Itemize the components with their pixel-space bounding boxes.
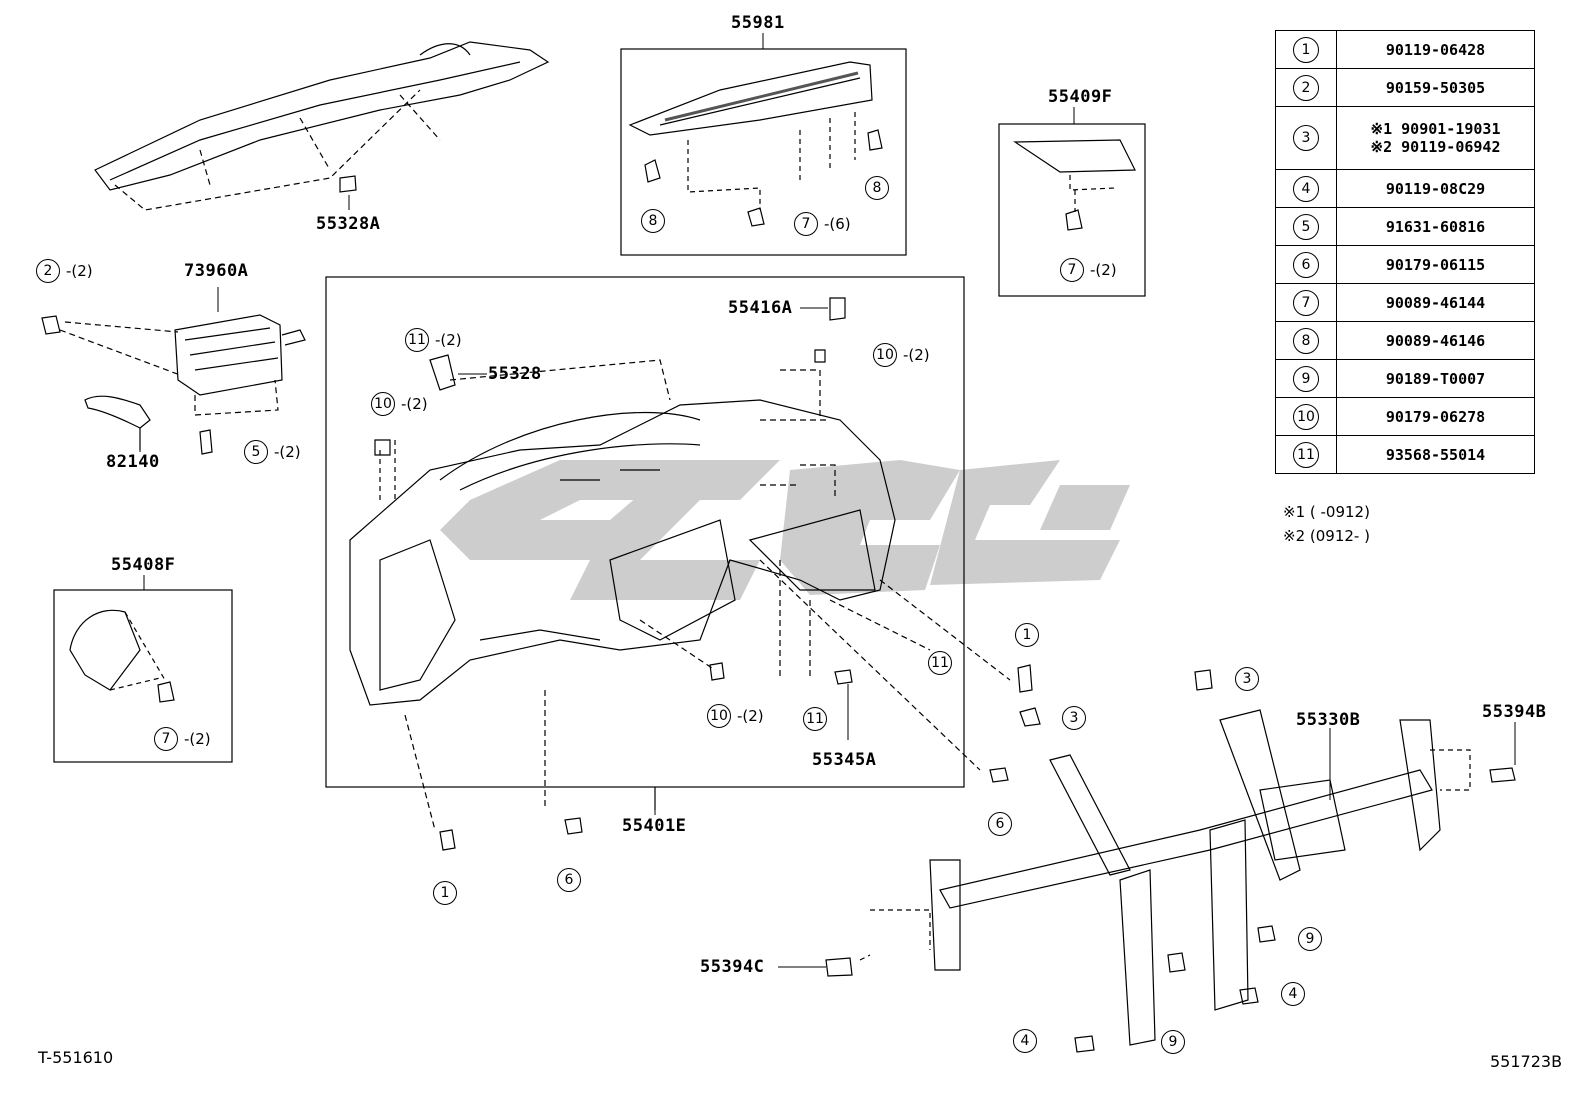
- table-row: 6 90179-06115: [1275, 245, 1535, 284]
- note-2: ※2 (0912- ): [1283, 527, 1370, 545]
- part-label-55409F: 55409F: [1048, 87, 1113, 107]
- part-number: 90179-06115: [1385, 255, 1486, 274]
- part-number: 90189-T0007: [1385, 369, 1486, 388]
- callout-8-left: 8: [641, 209, 665, 233]
- table-key-circle: 6: [1293, 251, 1319, 278]
- table-key-cell: 7: [1275, 283, 1337, 322]
- table-key-cell: 2: [1275, 68, 1337, 107]
- part-number: 90119-06428: [1385, 40, 1486, 59]
- leader-lines: [139, 33, 1516, 968]
- table-row: 4 90119-08C29: [1275, 169, 1535, 208]
- table-key-cell: 3: [1275, 106, 1337, 170]
- table-row: 7 90089-46144: [1275, 283, 1535, 322]
- table-key-cell: 11: [1275, 435, 1337, 474]
- table-key-circle: 4: [1293, 175, 1319, 202]
- table-part-number-cell: ※1 90901-19031※2 90119-06942: [1336, 106, 1535, 170]
- table-key-circle: 10: [1293, 403, 1319, 430]
- table-key-cell: 10: [1275, 397, 1337, 436]
- table-key-cell: 8: [1275, 321, 1337, 360]
- part-number: 90089-46144: [1385, 293, 1486, 312]
- part-label-73960A: 73960A: [184, 261, 249, 281]
- table-key-cell: 1: [1275, 30, 1337, 69]
- part-number: ※1 90901-19031: [1370, 120, 1501, 138]
- table-part-number-cell: 90179-06278: [1336, 397, 1535, 436]
- part-number: 90119-08C29: [1385, 179, 1486, 198]
- callout-6-left: 6: [557, 868, 581, 892]
- part-label-55330B: 55330B: [1296, 710, 1361, 730]
- table-part-number-cell: 91631-60816: [1336, 207, 1535, 246]
- table-key-circle: 8: [1293, 327, 1319, 354]
- table-key-circle: 3: [1293, 125, 1319, 151]
- table-key-circle: 9: [1293, 365, 1319, 392]
- table-part-number-cell: 90159-50305: [1336, 68, 1535, 107]
- parts-reference-table: 1 90119-06428 2 90159-50305 3 ※1 90901-19031※…: [1275, 30, 1535, 474]
- part-number: 93568-55014: [1385, 445, 1486, 464]
- part-label-55401E: 55401E: [622, 816, 687, 836]
- callout-11-mid: 11: [928, 651, 952, 675]
- table-part-number-cell: 90179-06115: [1336, 245, 1535, 284]
- table-part-number-cell: 90089-46146: [1336, 321, 1535, 360]
- part-label-55345A: 55345A: [812, 750, 877, 770]
- part-label-55328: 55328: [488, 364, 542, 384]
- table-part-number-cell: 90089-46144: [1336, 283, 1535, 322]
- table-row: 3 ※1 90901-19031※2 90119-06942: [1275, 106, 1535, 170]
- part-number: 91631-60816: [1385, 217, 1486, 236]
- table-row: 8 90089-46146: [1275, 321, 1535, 360]
- part-label-55981: 55981: [731, 13, 785, 33]
- part-label-55394C: 55394C: [700, 957, 765, 977]
- table-key-circle: 5: [1293, 213, 1319, 240]
- part-number: 90159-50305: [1385, 78, 1486, 97]
- table-part-number-cell: 93568-55014: [1336, 435, 1535, 474]
- table-key-cell: 4: [1275, 169, 1337, 208]
- callout-9-b: 9: [1161, 1030, 1185, 1054]
- table-key-cell: 5: [1275, 207, 1337, 246]
- table-key-circle: 1: [1293, 36, 1319, 63]
- callout-11-bottom: 11: [803, 707, 827, 731]
- table-part-number-cell: 90119-08C29: [1336, 169, 1535, 208]
- table-key-circle: 7: [1293, 289, 1319, 316]
- part-label-82140: 82140: [106, 452, 160, 472]
- table-part-number-cell: 90189-T0007: [1336, 359, 1535, 398]
- table-key-circle: 11: [1293, 441, 1319, 468]
- table-row: 1 90119-06428: [1275, 30, 1535, 69]
- callout-1-right: 1: [1015, 623, 1039, 647]
- callout-4-b: 4: [1013, 1029, 1037, 1053]
- table-part-number-cell: 90119-06428: [1336, 30, 1535, 69]
- callout-4-a: 4: [1281, 982, 1305, 1006]
- callout-1-left: 1: [433, 881, 457, 905]
- part-label-55394B: 55394B: [1482, 702, 1547, 722]
- diagram-id-left: T-551610: [38, 1048, 114, 1067]
- part-number: 90179-06278: [1385, 407, 1486, 426]
- table-row: 10 90179-06278: [1275, 397, 1535, 436]
- callout-8-right: 8: [865, 176, 889, 200]
- callout-6-right: 6: [988, 812, 1012, 836]
- part-number: 90089-46146: [1385, 331, 1486, 350]
- table-row: 11 93568-55014: [1275, 435, 1535, 474]
- part-number: ※2 90119-06942: [1370, 138, 1501, 156]
- table-key-cell: 9: [1275, 359, 1337, 398]
- diagram-id-right: 551723B: [1490, 1052, 1563, 1071]
- table-row: 5 91631-60816: [1275, 207, 1535, 246]
- callout-3-a: 3: [1235, 667, 1259, 691]
- part-label-55408F: 55408F: [111, 555, 176, 575]
- table-row: 9 90189-T0007: [1275, 359, 1535, 398]
- note-1: ※1 ( -0912): [1283, 503, 1370, 521]
- table-key-cell: 6: [1275, 245, 1337, 284]
- callout-9-a: 9: [1298, 927, 1322, 951]
- table-row: 2 90159-50305: [1275, 68, 1535, 107]
- callout-3-b: 3: [1062, 706, 1086, 730]
- part-label-55328A: 55328A: [316, 214, 381, 234]
- part-label-55416A: 55416A: [728, 298, 793, 318]
- table-key-circle: 2: [1293, 74, 1319, 101]
